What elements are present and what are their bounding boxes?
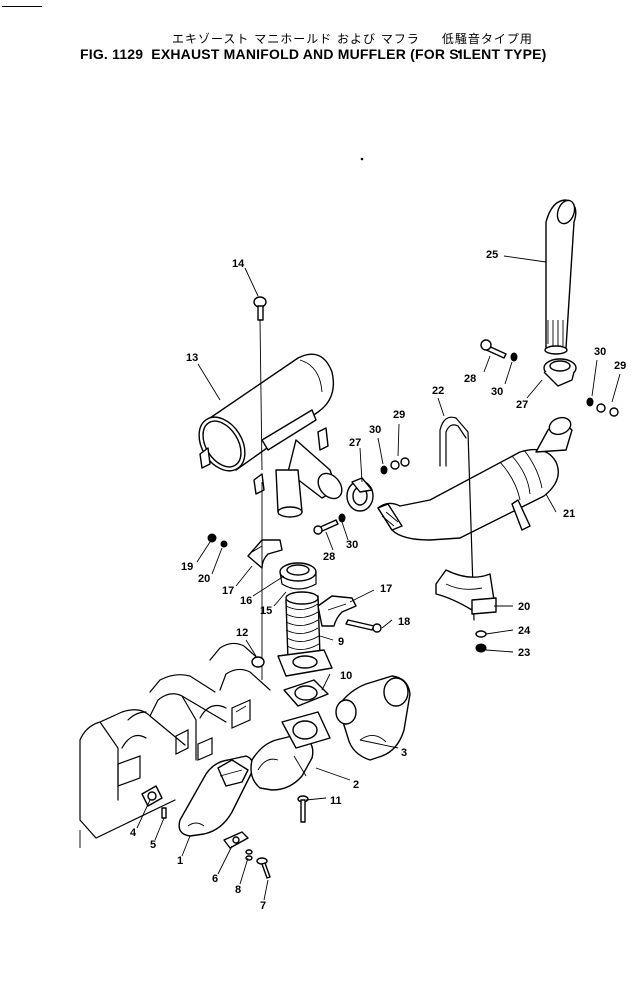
engine-block	[79, 642, 271, 848]
callout-19: 19	[181, 561, 193, 573]
callout-8: 8	[235, 884, 241, 896]
callout-18: 18	[398, 616, 410, 628]
callout-30-left-top: 30	[369, 424, 381, 436]
callout-30-far-right: 30	[594, 346, 606, 358]
gasket-4	[141, 785, 163, 807]
bolt-11	[297, 795, 309, 823]
tail-pipe-26	[544, 199, 577, 355]
callout-15: 15	[260, 605, 272, 617]
clamp-27-left	[346, 477, 374, 512]
bolt-14	[253, 296, 267, 680]
bolt-18	[345, 619, 382, 633]
callout-29-right: 29	[614, 360, 626, 372]
nut-19-washer-20	[207, 533, 228, 548]
callout-labels: 14 13 25 28 30 27 30 29 22 21 27 30 29 2…	[130, 249, 626, 912]
callout-3: 3	[401, 747, 407, 759]
callout-2: 2	[353, 779, 359, 791]
callout-28-right: 28	[464, 373, 476, 385]
flex-pipe-22	[377, 416, 573, 541]
clamp-ring-15-16	[279, 562, 317, 590]
clamp-27-right	[543, 358, 577, 387]
callout-10: 10	[340, 670, 352, 682]
callout-4: 4	[130, 827, 137, 839]
washer-30-left	[338, 513, 346, 523]
figure-number: FIG. 1129	[80, 46, 144, 62]
lock-plate-6	[223, 831, 249, 849]
exhaust-manifold-front	[178, 755, 254, 837]
callout-20: 20	[198, 573, 210, 585]
callout-9: 9	[338, 636, 344, 648]
callout-21: 20	[518, 601, 530, 613]
nut-12	[251, 656, 265, 668]
japanese-title: エキゾースト マニホールド および マフラ 低騒音タイプ用	[172, 30, 533, 47]
callout-30-left: 30	[346, 539, 358, 551]
callout-28-left: 28	[323, 551, 335, 563]
exhaust-manifold-center	[250, 711, 331, 791]
leader-lines	[136, 255, 621, 901]
callout-5: 5	[150, 839, 156, 851]
callout-29-left: 29	[393, 409, 405, 421]
english-title: EXHAUST MANIFOLD AND MUFFLER (FOR SILENT…	[151, 46, 547, 62]
washers-24-25	[475, 630, 487, 653]
figure-title: FIG. 1129 EXHAUST MANIFOLD AND MUFFLER (F…	[80, 46, 547, 62]
callout-7: 7	[260, 900, 266, 912]
callout-26: 25	[486, 249, 498, 261]
exhaust-manifold-rear	[335, 675, 411, 761]
nut-29-30-left	[380, 457, 410, 475]
bolt-7	[256, 857, 271, 879]
bellows-pipe-9	[277, 591, 333, 677]
callout-27-right: 27	[516, 399, 528, 411]
bolt-28-right	[480, 339, 507, 359]
muffler-13	[198, 353, 343, 518]
gasket-10	[283, 679, 329, 707]
u-bolt-23	[439, 416, 475, 621]
washer-8	[245, 849, 253, 861]
callout-14: 14	[232, 258, 245, 270]
callout-27-left: 27	[349, 437, 361, 449]
callout-13: 13	[186, 352, 198, 364]
washer-30-right	[510, 352, 518, 362]
callout-17-left: 17	[222, 585, 234, 597]
nut-29-30-right	[586, 397, 619, 417]
callout-25: 24	[518, 625, 531, 637]
callout-22: 21	[563, 508, 575, 520]
bracket-17-left	[247, 539, 283, 569]
bracket-21	[435, 569, 497, 615]
bracket-17-right	[317, 595, 357, 627]
callout-24: 23	[518, 647, 530, 659]
japanese-title-sub: 低騒音タイプ用	[441, 32, 533, 46]
bolt-28-left	[313, 519, 339, 535]
callout-6: 6	[212, 873, 218, 885]
japanese-title-main: エキゾースト マニホールド および マフラ	[172, 32, 420, 46]
callout-30-right: 30	[491, 386, 503, 398]
callout-23: 22	[432, 385, 444, 397]
callout-1: 1	[177, 855, 183, 867]
callout-17-right: 17	[380, 583, 392, 595]
callout-11: 11	[330, 795, 342, 807]
corner-rule	[2, 6, 42, 7]
callout-12: 12	[236, 627, 248, 639]
callout-16: 16	[240, 595, 252, 607]
stud-5	[161, 807, 167, 819]
stray-marks	[360, 50, 461, 161]
